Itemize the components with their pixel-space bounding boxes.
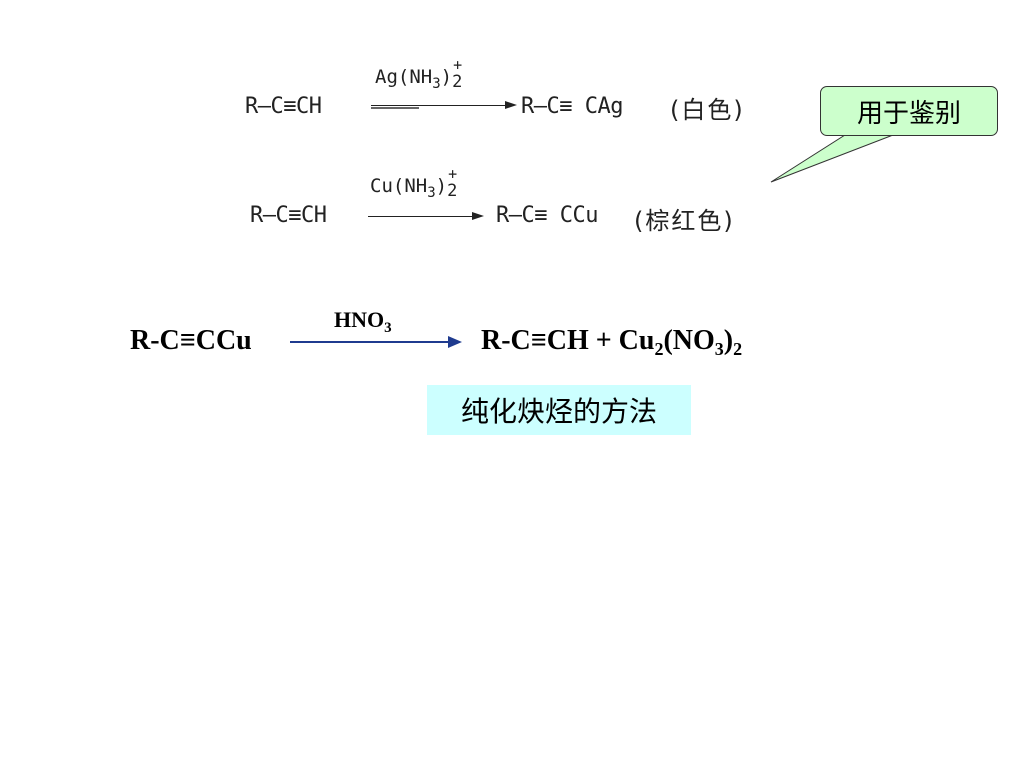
equation-reactant: R-C≡CCu [130,325,252,356]
equation-product: R-C≡CH + Cu2(NO3)2 [481,325,743,359]
reaction-silver: R—C≡CH Ag(NH3)+2 R—C≡ CAg (白色) [245,55,805,125]
reaction2-arrow-head [472,212,484,220]
reaction1-arrow-underline [371,107,419,109]
reaction2-product: R—C≡ CCu [496,203,598,228]
reaction1-arrow-line [371,105,511,106]
reaction1-reactant: R—C≡CH [245,94,322,119]
reaction-copper: R—C≡CH Cu(NH3)+2 R—C≡ CCu (棕红色) [250,164,810,236]
caption-text: 纯化炔烃的方法 [460,395,657,428]
equation-arrow-head [448,336,462,348]
equation-arrow-line [290,341,450,343]
reaction1-product: R—C≡ CAg [521,94,623,119]
caption-purification-method: 纯化炔烃的方法 [427,385,691,435]
reaction1-reagent: Ag(NH3)+2 [375,55,463,92]
reaction1-color-label: (白色) [670,96,745,124]
callout-text: 用于鉴别 [856,98,961,129]
reaction1-arrow-head [505,101,517,109]
reaction2-reactant: R—C≡CH [250,203,327,228]
reaction2-color-label: (棕红色) [634,207,735,235]
callout-identification: 用于鉴别 [820,86,998,136]
reaction2-arrow-line [368,216,476,217]
reaction2-reagent: Cu(NH3)+2 [370,164,458,201]
equation-reagent: HNO3 [334,307,392,336]
